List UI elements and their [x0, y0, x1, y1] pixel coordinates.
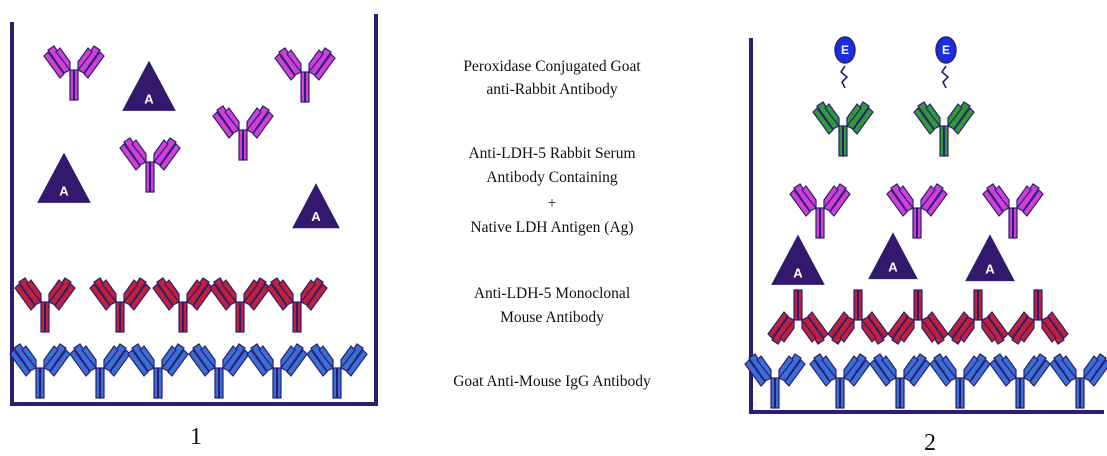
label-monoclonal-line2: Mouse Antibody: [500, 309, 604, 326]
antigen-bound: A: [869, 233, 917, 278]
goat-anti-mouse-antibody: [810, 354, 870, 408]
goat-anti-mouse-antibody: [307, 344, 367, 398]
goat-anti-mouse-antibody: [189, 344, 249, 398]
antigen-label: A: [59, 183, 69, 198]
panel-number-1: 1: [190, 424, 202, 450]
label-rabbit-line1: Anti-LDH-5 Rabbit Serum: [468, 145, 635, 162]
rabbit-antibody-free: [120, 138, 180, 192]
antigen-label: A: [144, 91, 154, 106]
antigen-bound: A: [772, 236, 824, 285]
antigen-label: A: [311, 209, 321, 224]
panel-number-2: 2: [924, 430, 936, 456]
monoclonal-antibody: [1008, 290, 1068, 344]
antigen-free: A: [38, 154, 90, 203]
enzyme-label: E: [942, 43, 950, 57]
goat-anti-mouse-antibody: [930, 354, 990, 408]
rabbit-antibody-free: [275, 48, 335, 102]
goat-anti-mouse-antibody: [247, 344, 307, 398]
goat-anti-mouse-antibody: [1050, 354, 1107, 408]
label-rabbit-line2: Antibody Containing: [486, 169, 618, 186]
enzyme-label: E: [841, 43, 849, 57]
label-peroxidase-line2: anti-Rabbit Antibody: [486, 81, 618, 98]
monoclonal-antibody: [15, 278, 75, 332]
peroxidase-enzyme: E: [936, 37, 956, 88]
peroxidase-goat-antibody: [914, 102, 974, 156]
well-2: [751, 38, 1104, 412]
goat-anti-mouse-antibody: [70, 344, 130, 398]
goat-anti-mouse-antibody: [990, 354, 1050, 408]
label-monoclonal-line1: Anti-LDH-5 Monoclonal: [474, 285, 630, 302]
antigen-bound: A: [966, 235, 1014, 280]
monoclonal-antibody: [828, 290, 888, 344]
label-rabbit-line3: Native LDH Antigen (Ag): [470, 219, 633, 236]
label-plus: +: [548, 195, 557, 212]
label-peroxidase-line1: Peroxidase Conjugated Goat: [463, 58, 641, 75]
goat-anti-mouse-antibody: [128, 344, 188, 398]
rabbit-antibody-bound: [887, 184, 947, 238]
rabbit-antibody-bound: [983, 184, 1043, 238]
monoclonal-antibody: [90, 278, 150, 332]
rabbit-antibody-free: [213, 106, 273, 160]
goat-anti-mouse-antibody: [10, 344, 70, 398]
antigen-free: A: [293, 184, 339, 228]
goat-anti-mouse-antibody: [745, 354, 805, 408]
antigen-label: A: [793, 265, 803, 280]
antigen-free: A: [123, 62, 175, 111]
antigen-label: A: [985, 262, 995, 277]
monoclonal-antibody: [210, 278, 270, 332]
monoclonal-antibody: [768, 290, 828, 344]
peroxidase-goat-antibody: [813, 102, 873, 156]
monoclonal-antibody: [267, 278, 327, 332]
monoclonal-antibody: [153, 278, 213, 332]
antigen-label: A: [888, 260, 898, 275]
monoclonal-antibody: [888, 290, 948, 344]
rabbit-antibody-free: [44, 46, 104, 100]
goat-anti-mouse-antibody: [870, 354, 930, 408]
monoclonal-antibody: [948, 290, 1008, 344]
peroxidase-enzyme: E: [835, 37, 855, 88]
rabbit-antibody-bound: [790, 184, 850, 238]
label-goat-igg: Goat Anti-Mouse IgG Antibody: [453, 373, 651, 390]
